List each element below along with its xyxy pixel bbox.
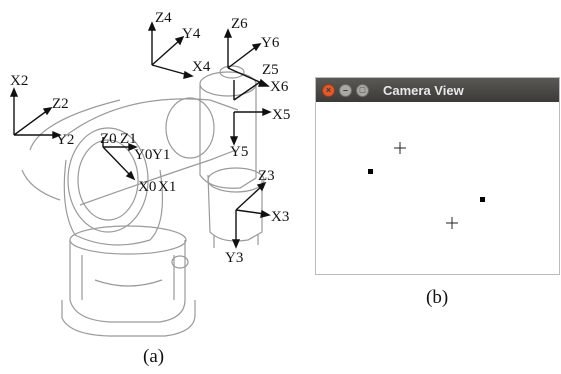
axis-label-z5: Z5	[262, 62, 279, 78]
close-icon[interactable]: ×	[322, 83, 335, 97]
axis-label-y3: Y3	[225, 250, 243, 266]
axis-label-y6: Y6	[261, 35, 280, 51]
camera-view-area	[316, 102, 559, 274]
axis-label-x1: X1	[158, 179, 176, 195]
axis-label-z0: Z0	[100, 131, 117, 147]
camera-view-window: × – □ Camera View	[315, 77, 560, 275]
axis-label-z1: Z1	[120, 131, 137, 147]
axis-label-y4: Y4	[182, 26, 201, 42]
axis-label-z2: Z2	[52, 96, 69, 112]
maximize-icon[interactable]: □	[356, 83, 369, 97]
axis-label-z6: Z6	[231, 16, 248, 32]
caption-a: (a)	[143, 346, 165, 367]
axis-label-y5: Y5	[230, 144, 248, 160]
camera-image	[368, 142, 485, 229]
window-titlebar[interactable]: × – □ Camera View	[316, 78, 559, 102]
axis-label-y0: Y0	[134, 147, 152, 163]
robot-arm-drawing: X2 Z2 Y2 Z0 Z1 Y0 Y1 X0 X1 Z4 Y4 X4 Z6 Y…	[9, 10, 290, 337]
axis-label-x6: X6	[270, 79, 289, 95]
axis-label-x0: X0	[138, 179, 156, 195]
axis-label-y1: Y1	[152, 147, 170, 163]
feature-point	[368, 169, 373, 174]
axis-label-z3: Z3	[258, 168, 275, 184]
window-title: Camera View	[383, 82, 464, 98]
axis-label-x2: X2	[10, 73, 28, 89]
axis-label-x3: X3	[271, 209, 289, 225]
caption-b: (b)	[426, 287, 449, 308]
minimize-icon[interactable]: –	[339, 83, 352, 97]
axis-label-x4: X4	[192, 59, 211, 75]
axis-label-x5: X5	[272, 107, 290, 123]
feature-point	[480, 197, 485, 202]
axis-label-y2: Y2	[56, 132, 74, 148]
axis-label-z4: Z4	[155, 10, 172, 26]
